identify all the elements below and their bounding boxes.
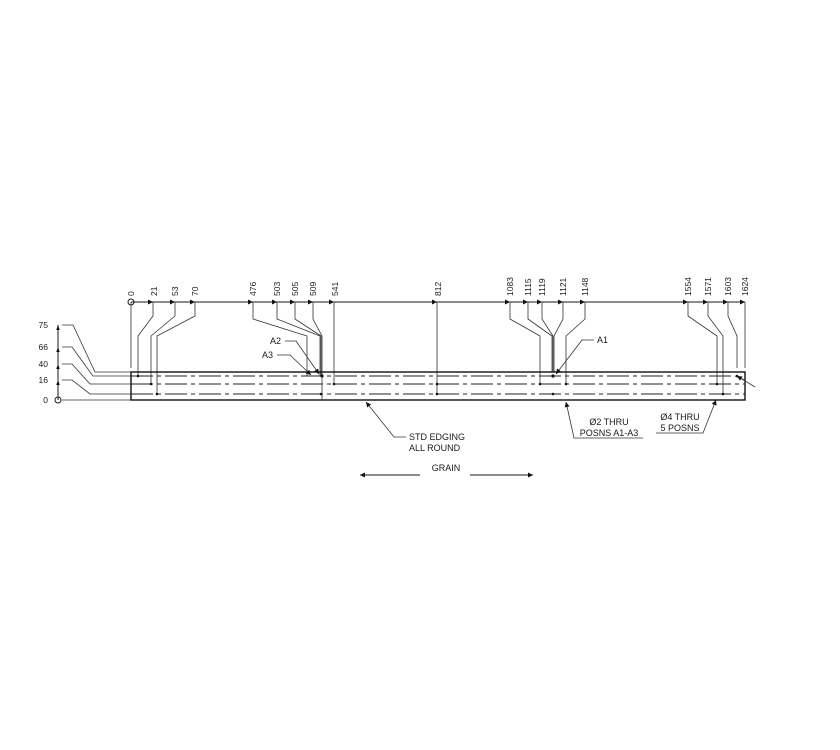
dim-label: 1148 [580, 277, 590, 296]
edging-note: STD EDGING ALL ROUND [365, 401, 465, 453]
dim-label: 1115 [523, 278, 533, 296]
label-a2: A2 [270, 336, 281, 346]
dim-label: 476 [248, 282, 258, 296]
vertical-dimension-chain: 0 16 40 66 75 [39, 320, 131, 405]
hole-icon [721, 392, 725, 396]
horizontal-dimension-chain: 0 21 53 70 476 503 505 509 541 812 1083 … [126, 277, 750, 394]
dim-label: 21 [149, 286, 159, 296]
dim-label: 1554 [683, 277, 693, 296]
vdim-label: 16 [39, 375, 49, 385]
dim-label: 1083 [505, 277, 515, 296]
dim-label: 70 [190, 286, 200, 296]
dim-label-0: 0 [126, 291, 136, 296]
label-a3: A3 [262, 350, 273, 360]
small-hole-note: Ø2 THRU POSNS A1-A3 [564, 401, 643, 439]
grain-indicator: GRAIN [360, 463, 533, 478]
hole-markers [136, 374, 739, 396]
small-hole-line2: POSNS A1-A3 [580, 428, 639, 438]
origin-circle-icon [54, 396, 62, 404]
hole-icon [551, 392, 555, 396]
hole-icon [538, 382, 542, 386]
hole-icon [551, 374, 555, 378]
hole-icon [332, 382, 336, 386]
horizontal-dimension-labels: 0 21 53 70 476 503 505 509 541 812 1083 … [126, 277, 750, 296]
large-hole-note: Ø4 THRU 5 POSNS [656, 399, 717, 434]
hole-icon [155, 392, 159, 396]
hole-icon [435, 382, 439, 386]
dim-label: 1571 [703, 277, 713, 296]
dim-label: 509 [308, 282, 318, 296]
large-hole-line1: Ø4 THRU [660, 412, 699, 422]
edge-marker [736, 375, 756, 388]
small-hole-line1: Ø2 THRU [589, 417, 628, 427]
dim-label: 1603 [723, 277, 733, 296]
dim-label: 53 [170, 286, 180, 296]
grain-label: GRAIN [432, 463, 461, 473]
vdim-label: 40 [39, 359, 49, 369]
edging-note-line2: ALL ROUND [409, 443, 461, 453]
dim-label: 505 [290, 282, 300, 296]
label-a1: A1 [597, 335, 608, 345]
vdim-label: 75 [39, 320, 49, 330]
vdim-label-0: 0 [43, 395, 48, 405]
hole-callouts: A2 A3 A1 [262, 335, 608, 376]
dim-label: 1119 [537, 278, 547, 296]
panel [130, 371, 746, 401]
hole-icon [136, 374, 140, 378]
hole-icon [715, 382, 719, 386]
dim-label: 812 [433, 282, 443, 296]
hole-icon [149, 382, 153, 386]
extension-lines [130, 302, 746, 394]
dim-label: 1121 [558, 277, 568, 296]
large-hole-line2: 5 POSNS [660, 423, 699, 433]
dim-label: 503 [272, 282, 282, 296]
vertical-extension-lines [62, 324, 131, 401]
edging-note-line1: STD EDGING [409, 432, 465, 442]
vdim-label: 66 [39, 342, 49, 352]
hole-icon [564, 382, 568, 386]
dim-label: 541 [330, 282, 340, 296]
hole-icon [435, 392, 439, 396]
dim-label: 1624 [740, 277, 750, 296]
